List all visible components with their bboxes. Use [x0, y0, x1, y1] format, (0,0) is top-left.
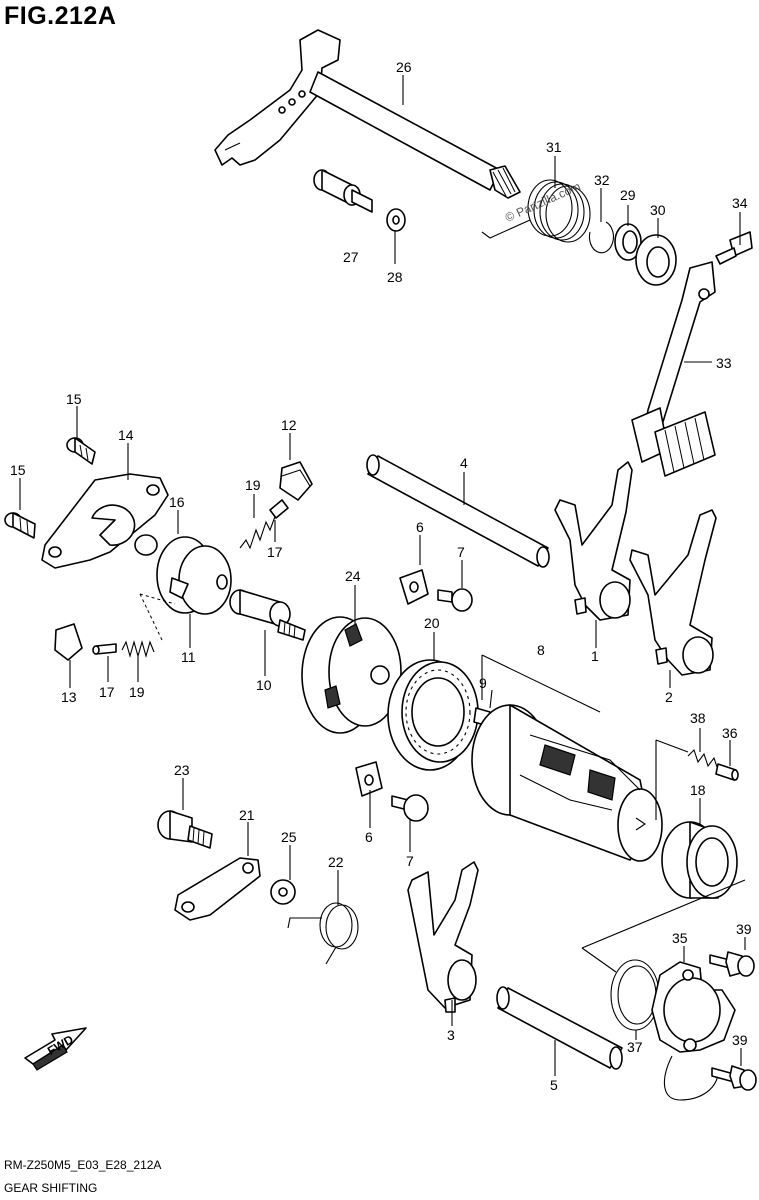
callout-34: 34: [732, 195, 748, 211]
part-25-washer[interactable]: [270, 879, 296, 905]
part-39-bolt-upper[interactable]: [709, 951, 755, 977]
part-38-spring[interactable]: [687, 748, 719, 771]
figure-title: FIG.212A: [4, 2, 117, 30]
part-37-o-ring[interactable]: [610, 959, 660, 1031]
callout-32: 32: [594, 172, 610, 188]
part-2-shift-fork[interactable]: [629, 509, 717, 676]
callout-27: 27: [343, 249, 359, 265]
callout-1: 1: [591, 648, 599, 664]
part-32-circlip[interactable]: [588, 221, 614, 254]
callout-20: 20: [424, 615, 440, 631]
callout-14: 14: [118, 427, 134, 443]
callout-labels: 26 31 32 29 30 34 27 28 33 15 14 12 4 15…: [10, 59, 748, 1093]
callout-18: 18: [690, 782, 706, 798]
callout-30: 30: [650, 202, 666, 218]
part-17-pin-lower[interactable]: [92, 643, 117, 655]
part-13-cap[interactable]: [54, 623, 83, 661]
part-15-screw-upper[interactable]: [66, 437, 96, 465]
callout-23: 23: [174, 762, 190, 778]
part-1-shift-fork[interactable]: [554, 461, 633, 621]
part-30-oil-seal[interactable]: [635, 234, 677, 286]
part-17-pin-upper[interactable]: [269, 499, 289, 519]
part-35-cover[interactable]: [651, 961, 736, 1101]
callout-9: 9: [479, 675, 487, 691]
part-12-cam-pin[interactable]: [279, 461, 313, 501]
callout-33: 33: [716, 355, 732, 371]
part-19-spring-upper[interactable]: [239, 513, 277, 550]
callout-2: 2: [665, 689, 673, 705]
figure-name: GEAR SHIFTING: [4, 1181, 98, 1195]
part-18-bearing[interactable]: [661, 821, 738, 899]
part-14-stopper-plate[interactable]: [41, 473, 169, 569]
part-29-washer[interactable]: [614, 223, 642, 261]
part-10-cam-bolt[interactable]: [229, 589, 306, 641]
callout-3: 3: [447, 1027, 455, 1043]
part-36-pin[interactable]: [715, 763, 739, 781]
callout-6-upper: 6: [416, 519, 424, 535]
callout-22: 22: [328, 854, 344, 870]
part-3-shift-fork[interactable]: [407, 861, 479, 1013]
callout-7-upper: 7: [457, 544, 465, 560]
callout-37: 37: [627, 1039, 643, 1055]
part-27-stopper-bolt[interactable]: [313, 169, 373, 213]
part-28-washer[interactable]: [386, 208, 406, 232]
part-6-washer-upper[interactable]: [399, 569, 429, 605]
callout-13: 13: [61, 689, 77, 705]
fwd-arrow: FWD: [24, 1027, 87, 1071]
part-11-shift-cam[interactable]: [156, 536, 232, 615]
callout-17-upper: 17: [267, 544, 283, 560]
part-4-fork-shaft[interactable]: [366, 454, 550, 568]
callout-19-lower: 19: [129, 684, 145, 700]
part-16-washer[interactable]: [134, 534, 158, 556]
callout-21: 21: [239, 807, 255, 823]
callout-28: 28: [387, 269, 403, 285]
callout-11: 11: [181, 649, 196, 665]
part-33-gearshift-lever[interactable]: [631, 261, 716, 477]
callout-24: 24: [345, 568, 361, 584]
callout-26: 26: [396, 59, 412, 75]
part-8-shift-drum[interactable]: [471, 704, 663, 862]
callout-5: 5: [550, 1077, 558, 1093]
figure-code: RM-Z250M5_E03_E28_212A: [4, 1158, 162, 1172]
part-39-bolt-lower[interactable]: [711, 1065, 757, 1091]
part-15-screw-lower[interactable]: [4, 512, 36, 539]
part-34-bolt[interactable]: [715, 231, 753, 265]
part-24-drum-plate[interactable]: [301, 616, 402, 734]
callout-19-upper: 19: [245, 477, 261, 493]
leader-lines: [19, 75, 746, 1076]
callout-16: 16: [169, 494, 185, 510]
callout-25: 25: [281, 829, 297, 845]
callout-29: 29: [620, 187, 636, 203]
callout-4: 4: [460, 455, 468, 471]
part-19-spring-lower[interactable]: [121, 639, 155, 659]
callout-8: 8: [537, 642, 545, 658]
part-7-screw-upper[interactable]: [437, 588, 473, 612]
part-7-screw-lower[interactable]: [391, 794, 429, 822]
callout-17-lower: 17: [99, 684, 115, 700]
callout-6-lower: 6: [365, 829, 373, 845]
part-6-washer-lower[interactable]: [355, 761, 383, 797]
callout-31: 31: [546, 139, 562, 155]
part-21-stopper-arm[interactable]: [174, 857, 261, 921]
part-5-fork-shaft[interactable]: [496, 986, 623, 1070]
callout-12: 12: [281, 417, 297, 433]
callout-15-lower: 15: [10, 462, 26, 478]
part-31-return-spring[interactable]: [481, 179, 591, 243]
part-22-stopper-spring[interactable]: [287, 902, 359, 965]
part-23-bolt[interactable]: [157, 810, 213, 849]
part-20-bearing[interactable]: [387, 659, 479, 771]
part-26-gearshift-shaft[interactable]: [214, 29, 521, 199]
callout-15-upper: 15: [66, 391, 82, 407]
